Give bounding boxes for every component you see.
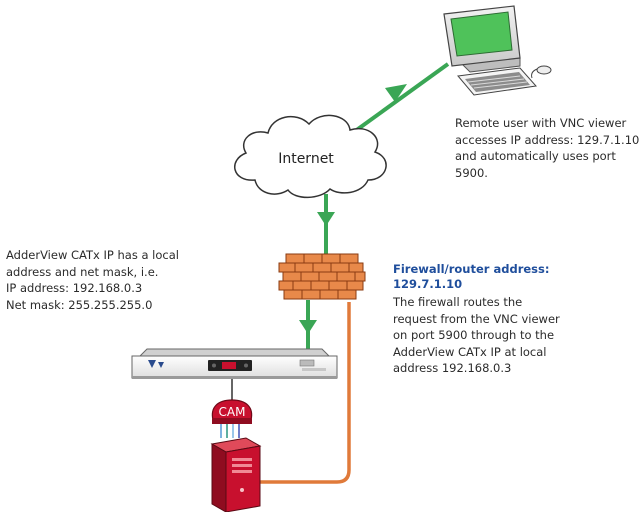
firewall-address: 129.7.1.10 bbox=[393, 277, 463, 291]
arrow-icon bbox=[317, 212, 335, 226]
adderview-line: address and net mask, i.e. bbox=[6, 264, 159, 279]
remote-user-line: Remote user with VNC viewer bbox=[455, 116, 627, 130]
remote-user-line: 5900. bbox=[455, 165, 488, 180]
firewall-line: AdderView CATx IP at local bbox=[393, 344, 547, 359]
adderview-unit-icon bbox=[131, 348, 338, 379]
cam-label: CAM bbox=[219, 405, 246, 419]
arrow-icon bbox=[385, 84, 407, 102]
computer-icon bbox=[443, 5, 552, 96]
server-icon bbox=[210, 437, 262, 512]
firewall-line: on port 5900 through to the bbox=[393, 328, 555, 342]
firewall-line: address 192.168.0.3 bbox=[393, 361, 512, 375]
cam-cables bbox=[220, 424, 240, 438]
link-firewall-to-adderview bbox=[299, 300, 317, 350]
adderview-description: AdderView CATx IP has a local address an… bbox=[6, 247, 179, 313]
adderview-line: Net mask: 255.255.255.0 bbox=[6, 297, 153, 312]
adderview-line: IP address: 192.168.0.3 bbox=[6, 281, 143, 295]
firewall-description: Firewall/router address: 129.7.1.10 The … bbox=[393, 262, 560, 377]
remote-user-description: Remote user with VNC viewer accesses IP … bbox=[455, 115, 639, 181]
link-internet-to-firewall bbox=[317, 194, 335, 255]
firewall-icon bbox=[278, 253, 366, 300]
adderview-line: AdderView CATx IP has a local bbox=[6, 248, 179, 262]
arrow-icon bbox=[299, 320, 317, 334]
cloud-label: Internet bbox=[278, 151, 334, 167]
link-firewall-to-server bbox=[260, 302, 351, 484]
remote-user-line: and automatically uses port bbox=[455, 149, 616, 163]
internet-cloud bbox=[234, 114, 387, 199]
remote-user-line: accesses IP address: 129.7.1.10 bbox=[455, 132, 639, 147]
cam-module-icon bbox=[211, 399, 253, 424]
firewall-line: request from the VNC viewer bbox=[393, 311, 560, 326]
firewall-title: Firewall/router address: bbox=[393, 262, 550, 276]
firewall-line: The firewall routes the bbox=[393, 295, 523, 309]
